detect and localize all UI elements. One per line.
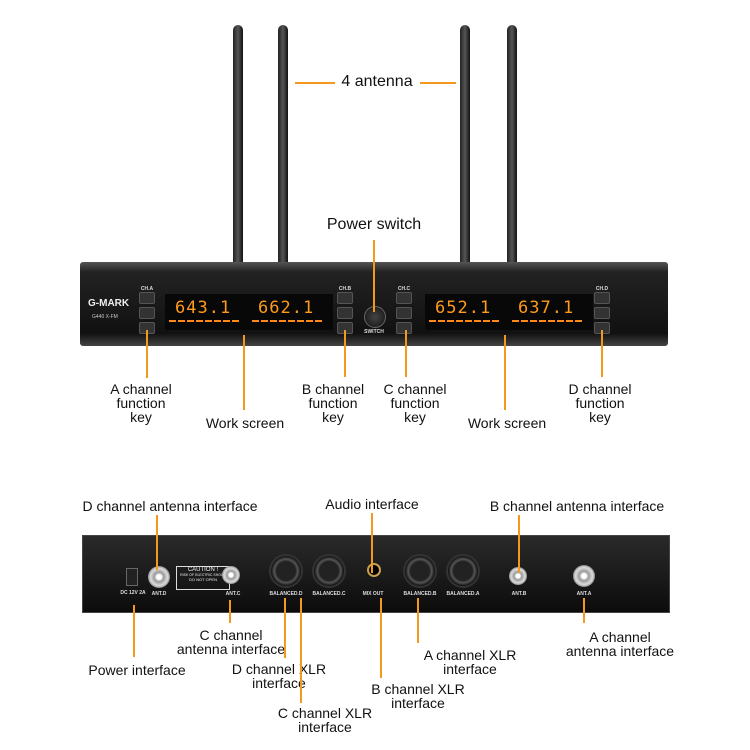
label-d-xlr: D channel XLR interface bbox=[231, 661, 327, 691]
mix-out-jack[interactable] bbox=[367, 563, 381, 577]
rf-meter bbox=[252, 320, 324, 322]
display-a: 643.1 bbox=[165, 294, 250, 330]
ch-c-key-1[interactable] bbox=[396, 292, 412, 304]
label-work-screen-1: Work screen bbox=[205, 415, 285, 431]
ch-d-key-2[interactable] bbox=[594, 307, 610, 319]
ch-c-key-2[interactable] bbox=[396, 307, 412, 319]
ch-a-key-1[interactable] bbox=[139, 292, 155, 304]
callout-line bbox=[133, 605, 135, 657]
ch-b-key-1[interactable] bbox=[337, 292, 353, 304]
callout-line bbox=[380, 598, 382, 678]
ch-a-key-2[interactable] bbox=[139, 307, 155, 319]
label-audio: Audio interface bbox=[325, 496, 419, 512]
label-c-channel-key: C channel function key bbox=[383, 381, 447, 425]
mix-out-label: MIX OUT bbox=[362, 591, 384, 597]
caution-title: CAUTION ! bbox=[187, 567, 219, 573]
rf-meter bbox=[512, 320, 584, 322]
label-b-channel-key: B channel function key bbox=[301, 381, 365, 425]
label-power: Power interface bbox=[88, 662, 186, 678]
callout-line bbox=[284, 598, 286, 658]
xlr-c[interactable] bbox=[312, 554, 346, 588]
ch-c-key-3[interactable] bbox=[396, 322, 412, 334]
switch-label: SWITCH bbox=[364, 329, 384, 335]
label-power-switch: Power switch bbox=[326, 216, 422, 233]
ant-b-label: ANT.B bbox=[511, 591, 527, 597]
dc-jack[interactable] bbox=[126, 568, 138, 586]
ch-c-label: CH.C bbox=[397, 286, 411, 292]
rf-meter bbox=[429, 320, 501, 322]
ant-d-connector[interactable] bbox=[148, 566, 170, 588]
rf-meter bbox=[169, 320, 241, 322]
brand-logo: G-MARK bbox=[88, 298, 130, 309]
ch-a-label: CH.A bbox=[140, 286, 154, 292]
frequency-b: 662.1 bbox=[258, 298, 315, 318]
label-a-antenna: A channel antenna interface bbox=[565, 629, 675, 659]
frequency-d: 637.1 bbox=[518, 298, 575, 318]
antenna bbox=[460, 25, 470, 267]
bal-d-label: BALANCED.D bbox=[269, 591, 303, 597]
label-a-xlr: A channel XLR interface bbox=[423, 647, 517, 677]
antenna bbox=[233, 25, 243, 267]
callout-line bbox=[417, 598, 419, 643]
bal-b-label: BALANCED.B bbox=[403, 591, 437, 597]
caution-sub2: DO NOT OPEN bbox=[189, 577, 217, 582]
ch-d-key-1[interactable] bbox=[594, 292, 610, 304]
display-c: 652.1 bbox=[425, 294, 510, 330]
label-c-xlr: C channel XLR interface bbox=[277, 705, 373, 735]
label-d-channel-key: D channel function key bbox=[568, 381, 632, 425]
label-d-antenna: D channel antenna interface bbox=[82, 498, 258, 514]
callout-line bbox=[229, 600, 231, 623]
callout-line bbox=[504, 335, 506, 410]
callout-line bbox=[420, 82, 456, 84]
xlr-b[interactable] bbox=[403, 554, 437, 588]
callout-line bbox=[344, 330, 346, 377]
callout-line bbox=[518, 515, 520, 573]
label-4-antenna: 4 antenna bbox=[341, 73, 413, 90]
xlr-a[interactable] bbox=[446, 554, 480, 588]
ant-a-connector[interactable] bbox=[573, 565, 595, 587]
callout-line bbox=[601, 330, 603, 377]
callout-line bbox=[295, 82, 335, 84]
xlr-d[interactable] bbox=[269, 554, 303, 588]
frequency-a: 643.1 bbox=[175, 298, 232, 318]
ant-b-connector[interactable] bbox=[509, 567, 527, 585]
caution-sub: RISK OF ELECTRIC SHOCK bbox=[180, 573, 226, 577]
ant-c-label: ANT.C bbox=[225, 591, 241, 597]
callout-line bbox=[146, 330, 148, 378]
power-switch[interactable] bbox=[364, 306, 386, 328]
ch-d-label: CH.D bbox=[595, 286, 609, 292]
ant-c-connector[interactable] bbox=[222, 566, 240, 584]
label-c-antenna: C channel antenna interface bbox=[176, 627, 286, 657]
callout-line bbox=[300, 598, 302, 703]
display-b: 662.1 bbox=[248, 294, 333, 330]
model-label: G440 X-FM bbox=[92, 314, 118, 320]
bal-c-label: BALANCED.C bbox=[312, 591, 346, 597]
dc-label: DC 12V 2A bbox=[120, 590, 146, 596]
label-b-xlr: B channel XLR interface bbox=[371, 681, 465, 711]
label-b-antenna: B channel antenna interface bbox=[489, 498, 665, 514]
label-a-channel-key: A channel function key bbox=[110, 381, 172, 425]
label-work-screen-2: Work screen bbox=[467, 415, 547, 431]
callout-line bbox=[243, 335, 245, 410]
ch-b-label: CH.B bbox=[338, 286, 352, 292]
callout-line bbox=[583, 598, 585, 623]
rear-panel: DC 12V 2A ANT.D CAUTION ! RISK OF ELECTR… bbox=[82, 535, 670, 613]
ant-a-label: ANT.A bbox=[576, 591, 592, 597]
callout-line bbox=[371, 513, 373, 573]
antenna bbox=[507, 25, 517, 267]
callout-line bbox=[156, 515, 158, 570]
callout-line bbox=[405, 330, 407, 377]
antenna bbox=[278, 25, 288, 267]
frequency-c: 652.1 bbox=[435, 298, 492, 318]
ant-d-label: ANT.D bbox=[151, 591, 167, 597]
display-d: 637.1 bbox=[508, 294, 593, 330]
bal-a-label: BALANCED.A bbox=[446, 591, 480, 597]
callout-line bbox=[373, 240, 375, 312]
ch-b-key-2[interactable] bbox=[337, 307, 353, 319]
